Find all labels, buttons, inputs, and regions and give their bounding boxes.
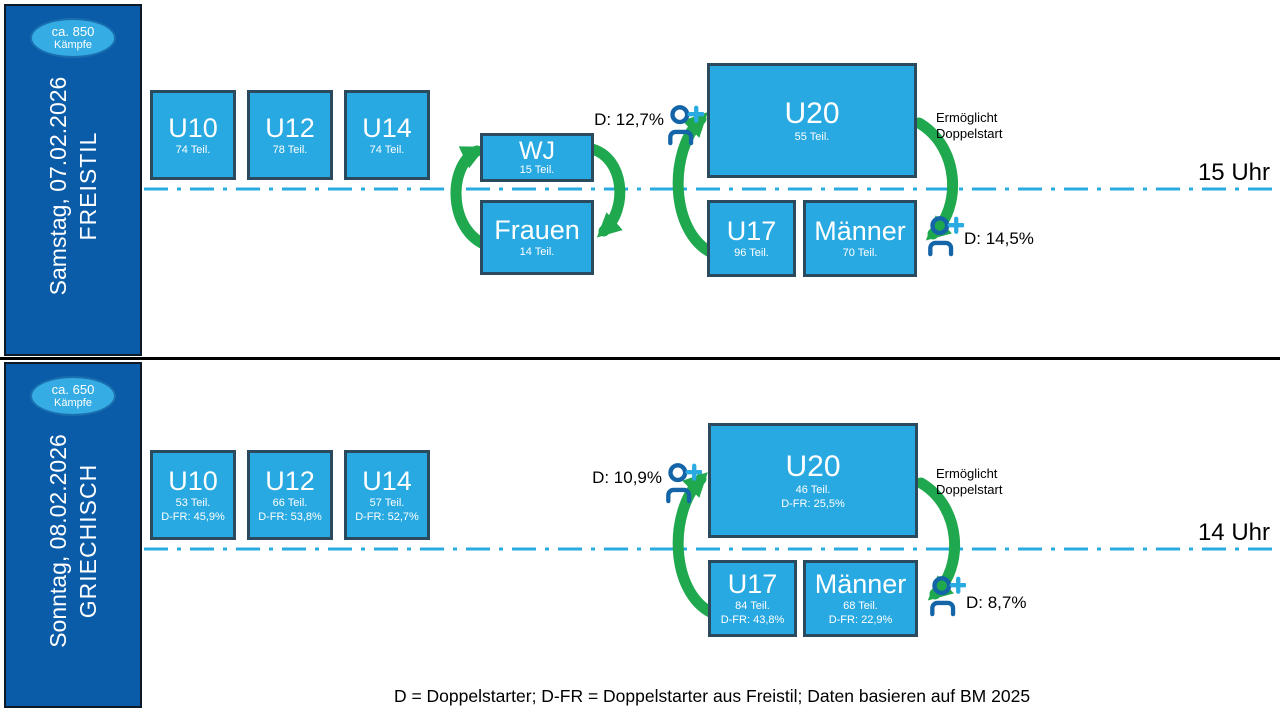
bouts-count-bubble-sa: ca. 850 Kämpfe: [30, 18, 116, 58]
category-title: Männer: [814, 216, 906, 246]
doppelstarter-freistil-pct: D-FR: 52,7%: [355, 510, 419, 523]
doppelstarter-freistil-pct: D-FR: 22,9%: [828, 614, 893, 626]
category-title: U14: [362, 465, 412, 496]
participant-count: 66 Teil.: [272, 496, 308, 509]
category-title: U17: [726, 216, 777, 246]
bouts-count: ca. 850: [51, 23, 95, 39]
add-person-icon: [666, 463, 702, 504]
participant-count: 74 Teil.: [175, 143, 211, 156]
time-label-sa: 15 Uhr: [1197, 159, 1270, 186]
enables-line1: Ermöglicht: [936, 110, 998, 125]
section-divider: [0, 357, 1280, 360]
bouts-count-bubble-so: ca. 650 Kämpfe: [30, 376, 116, 416]
bouts-count: ca. 650: [51, 381, 95, 397]
enables-line2: Doppelstart: [936, 126, 1003, 141]
category-box-frauen-sa: Frauen 14 Teil.: [480, 200, 594, 275]
doppelstarter-pct-right-so: D: 8,7%: [966, 593, 1027, 612]
add-person-icon: [930, 576, 966, 617]
participant-count: 46 Teil.: [795, 483, 831, 496]
category-title: U12: [265, 465, 315, 496]
participant-count: 70 Teil.: [842, 247, 878, 259]
add-person-icon: [668, 105, 704, 146]
day-title-sa: Samstag, 07.02.2026 FREISTIL: [43, 16, 107, 356]
category-box-u20-so: U20 46 Teil. D-FR: 25,5%: [708, 423, 918, 538]
participant-count: 55 Teil.: [794, 130, 830, 143]
category-title: U14: [362, 112, 412, 143]
time-label-so: 14 Uhr: [1197, 519, 1270, 546]
doppelstarter-pct-left-sa: D: 12,7%: [594, 110, 664, 129]
enables-line2: Doppelstart: [936, 482, 1003, 497]
category-title: U20: [785, 449, 841, 483]
doppelstarter-freistil-pct: D-FR: 43,8%: [720, 614, 785, 626]
category-box-u17-so: U17 84 Teil. D-FR: 43,8%: [708, 560, 797, 637]
category-title: U12: [265, 112, 315, 143]
category-title: Männer: [814, 569, 907, 599]
enables-doppelstart-label-so: Ermöglicht Doppelstart: [936, 466, 1002, 498]
participant-count: 57 Teil.: [369, 496, 405, 509]
category-title: U17: [727, 569, 778, 599]
day-title-so: Sonntag, 08.02.2026 GRIECHISCH: [43, 371, 107, 711]
doppelstarter-freistil-pct: D-FR: 45,9%: [161, 510, 225, 523]
participant-count: 53 Teil.: [175, 496, 211, 509]
category-box-u14-so: U14 57 Teil. D-FR: 52,7%: [344, 450, 430, 540]
sidebar-samstag-freistil: ca. 850 Kämpfe Samstag, 07.02.2026 FREIS…: [4, 4, 142, 356]
doppelstarter-freistil-pct: D-FR: 53,8%: [258, 510, 322, 523]
day-date: Samstag, 07.02.2026: [45, 76, 71, 296]
category-box-u20-sa: U20 55 Teil.: [707, 63, 917, 178]
category-title: U10: [168, 112, 218, 143]
category-title: WJ: [518, 136, 556, 165]
participant-count: 74 Teil.: [369, 143, 405, 156]
participant-count: 84 Teil.: [735, 600, 770, 612]
bouts-unit: Kämpfe: [54, 39, 92, 52]
category-box-wj-sa: WJ 15 Teil.: [480, 133, 594, 182]
category-box-u10-so: U10 53 Teil. D-FR: 45,9%: [150, 450, 236, 540]
enables-doppelstart-label-sa: Ermöglicht Doppelstart: [936, 110, 1002, 142]
category-title: U20: [784, 96, 840, 130]
category-title: U10: [168, 465, 218, 496]
category-title: Frauen: [494, 215, 580, 245]
participant-count: 78 Teil.: [272, 143, 308, 156]
bouts-unit: Kämpfe: [54, 397, 92, 410]
doppelstarter-pct-left-so: D: 10,9%: [592, 468, 662, 487]
doppelstarter-pct-right-sa: D: 14,5%: [964, 229, 1034, 248]
participant-count: 14 Teil.: [519, 246, 555, 258]
day-date: Sonntag, 08.02.2026: [45, 434, 71, 648]
category-box-u17-sa: U17 96 Teil.: [707, 200, 796, 277]
wrestling-style: GRIECHISCH: [75, 463, 101, 619]
enables-line1: Ermöglicht: [936, 466, 998, 481]
wrestling-style: FREISTIL: [75, 131, 101, 241]
sidebar-sonntag-griechisch: ca. 650 Kämpfe Sonntag, 08.02.2026 GRIEC…: [4, 362, 142, 708]
category-box-maenner-sa: Männer 70 Teil.: [803, 200, 917, 277]
add-person-icon: [928, 216, 964, 257]
participant-count: 68 Teil.: [843, 600, 878, 612]
arrow-wj-to-frauen: [586, 143, 626, 238]
category-box-u14-sa: U14 74 Teil.: [344, 90, 430, 180]
doppelstarter-freistil-pct: D-FR: 25,5%: [781, 497, 845, 510]
category-box-u12-so: U12 66 Teil. D-FR: 53,8%: [247, 450, 333, 540]
category-box-u10-sa: U10 74 Teil.: [150, 90, 236, 180]
legend-footnote: D = Doppelstarter; D-FR = Doppelstarter …: [393, 686, 1031, 706]
participant-count: 15 Teil.: [519, 163, 555, 176]
category-box-maenner-so: Männer 68 Teil. D-FR: 22,9%: [803, 560, 918, 637]
category-box-u12-sa: U12 78 Teil.: [247, 90, 333, 180]
participant-count: 96 Teil.: [734, 247, 769, 259]
